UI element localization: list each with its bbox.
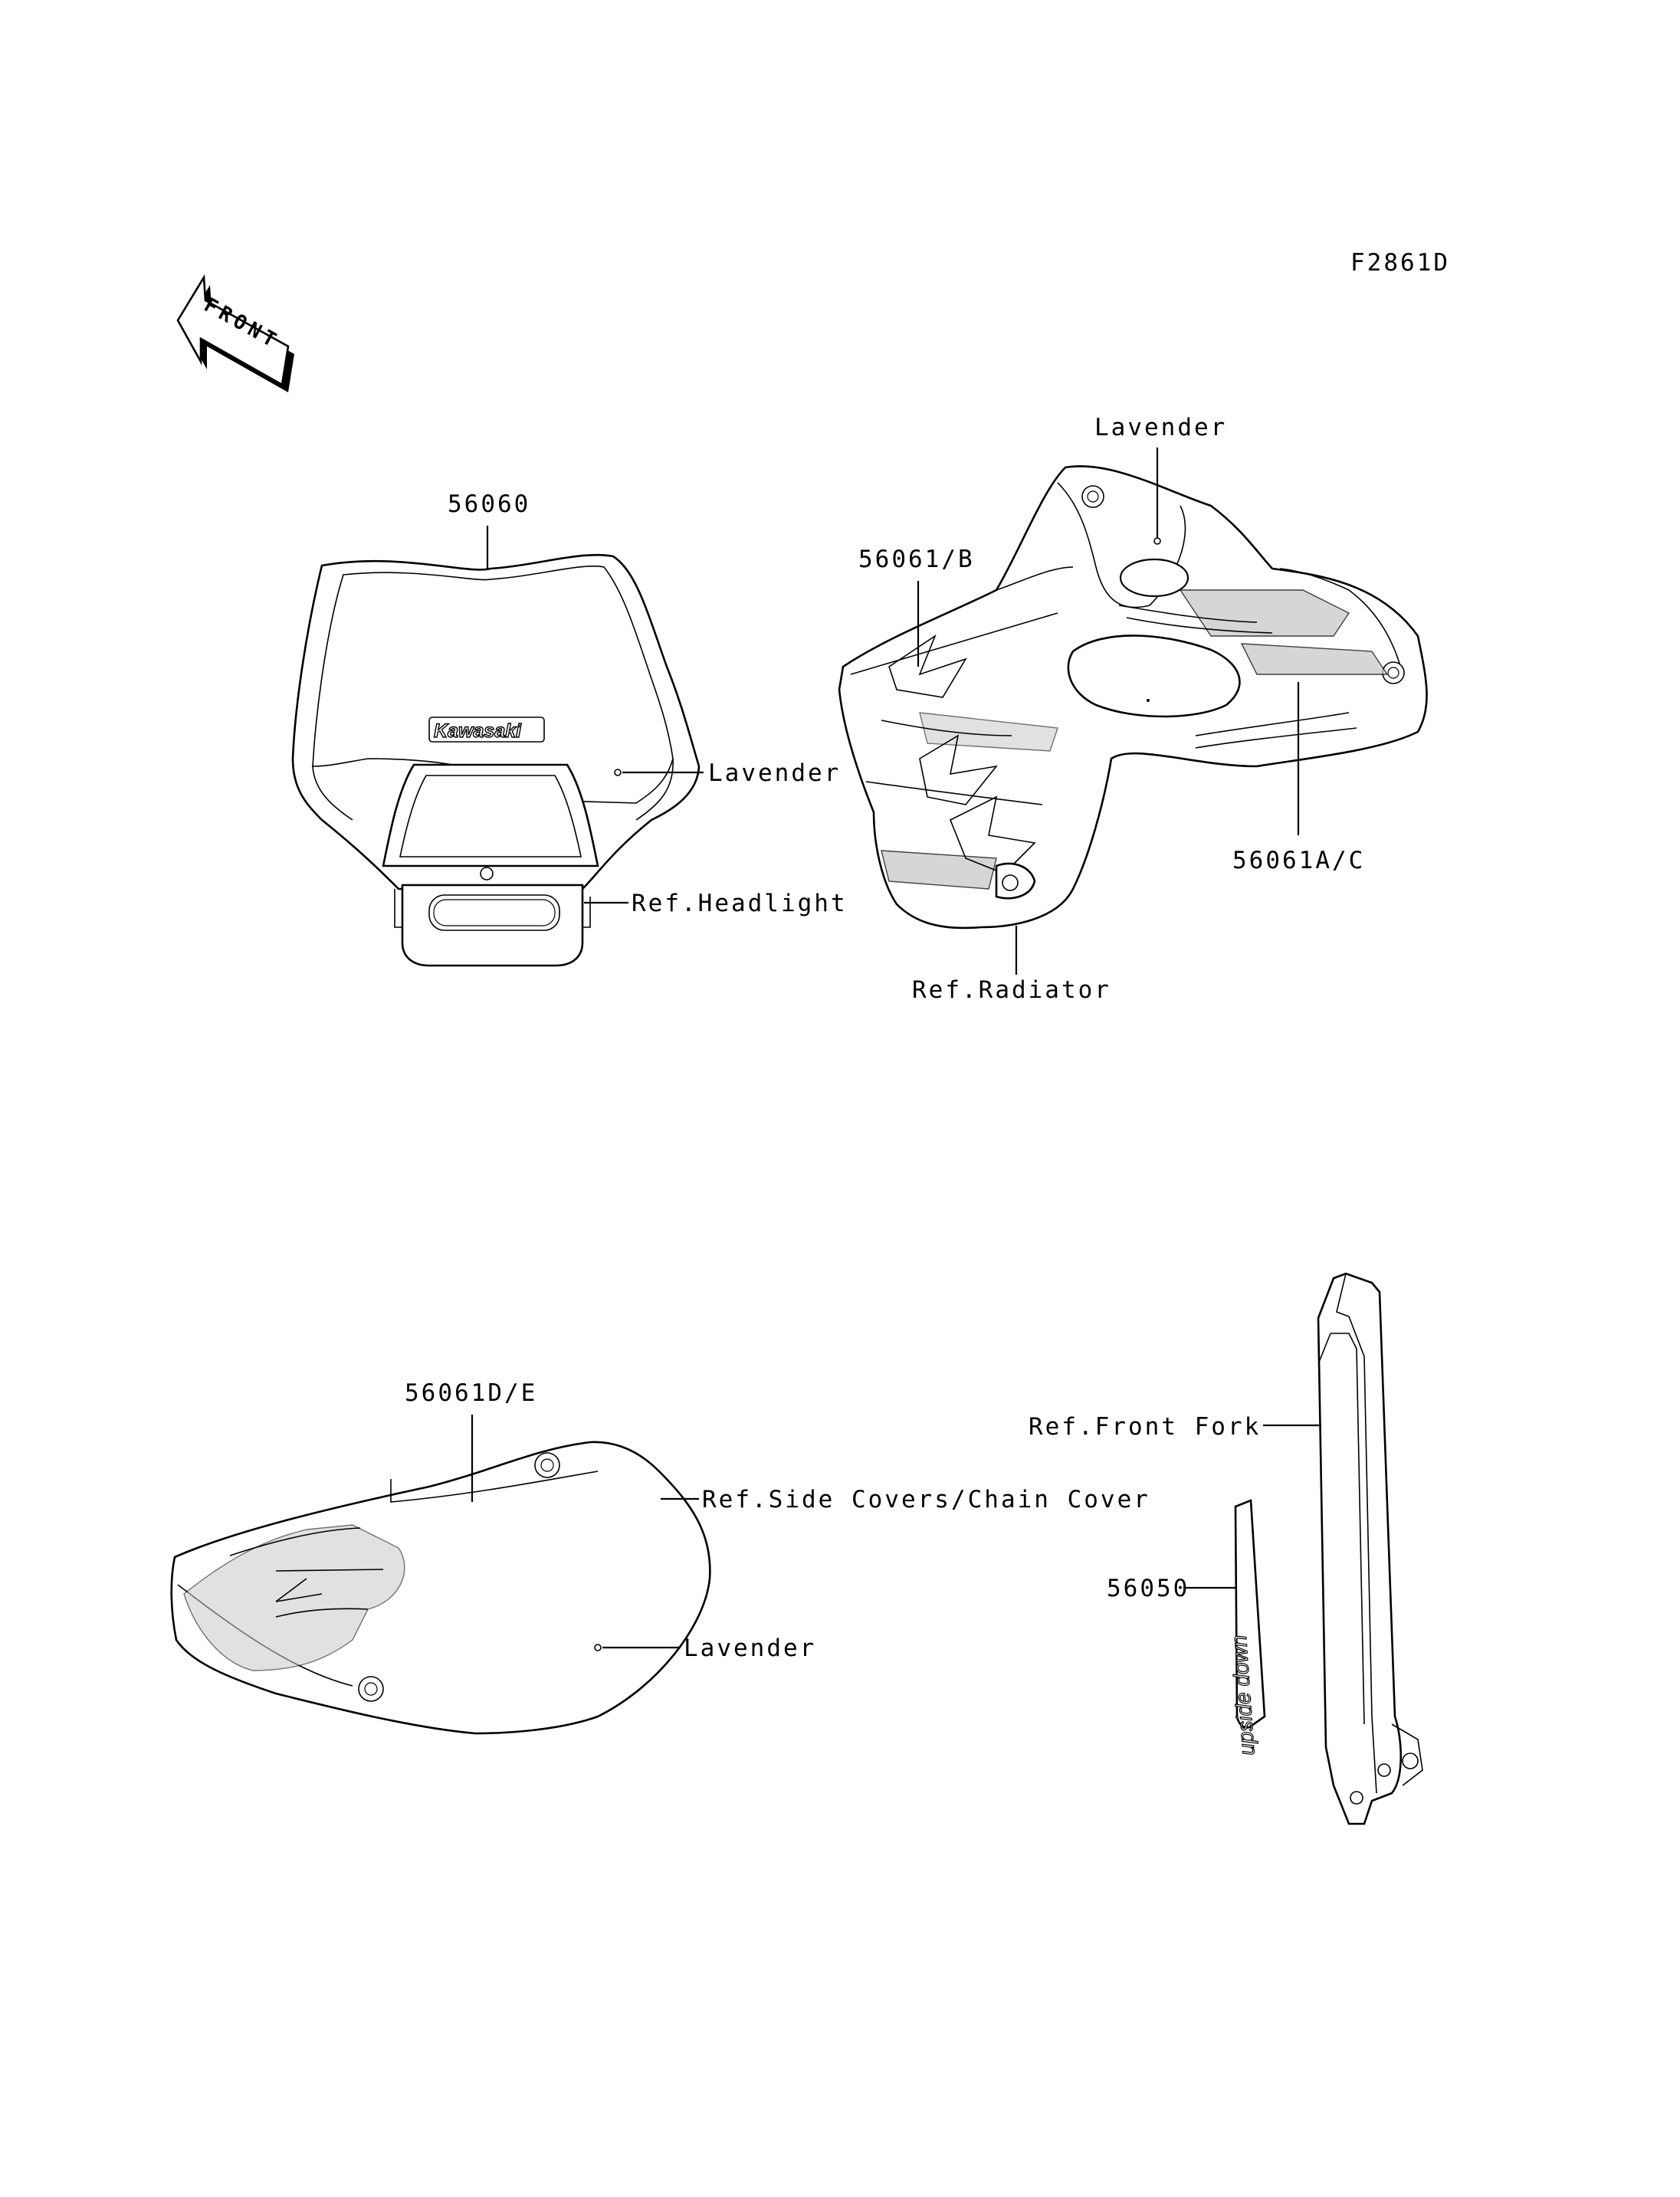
front-arrow-icon: FRONT xyxy=(176,274,294,392)
kawasaki-logo: Kawasaki xyxy=(434,720,522,742)
headlight-ref-label: Ref.Headlight xyxy=(632,890,848,917)
radiator-shroud-part-lower: 56061A/C xyxy=(1232,847,1365,874)
radiator-shroud xyxy=(838,465,1428,930)
radiator-shroud-color-label: Lavender xyxy=(1094,414,1227,441)
radiator-ref-label: Ref.Radiator xyxy=(912,976,1111,1004)
side-cover-ref-label: Ref.Side Covers/Chain Cover xyxy=(702,1486,1150,1513)
headlight-cover-part-number: 56060 xyxy=(448,490,530,518)
drawing-code: F2861D xyxy=(1350,249,1450,277)
upside-down-decal-part-number: 56050 xyxy=(1107,1575,1189,1602)
side-cover-color-label: Lavender xyxy=(684,1635,816,1662)
radiator-shroud-part-upper: 56061/B xyxy=(858,546,975,573)
headlight-cover: Kawasaki xyxy=(291,553,701,967)
upside-down-decal: upside down xyxy=(1226,1499,1266,1756)
side-cover-part-number: 56061D/E xyxy=(405,1379,537,1407)
headlight-cover-color-label: Lavender xyxy=(708,759,841,787)
side-cover xyxy=(170,1441,711,1735)
front-fork-guard xyxy=(1317,1272,1423,1825)
front-fork-ref-label: Ref.Front Fork xyxy=(1029,1413,1261,1441)
